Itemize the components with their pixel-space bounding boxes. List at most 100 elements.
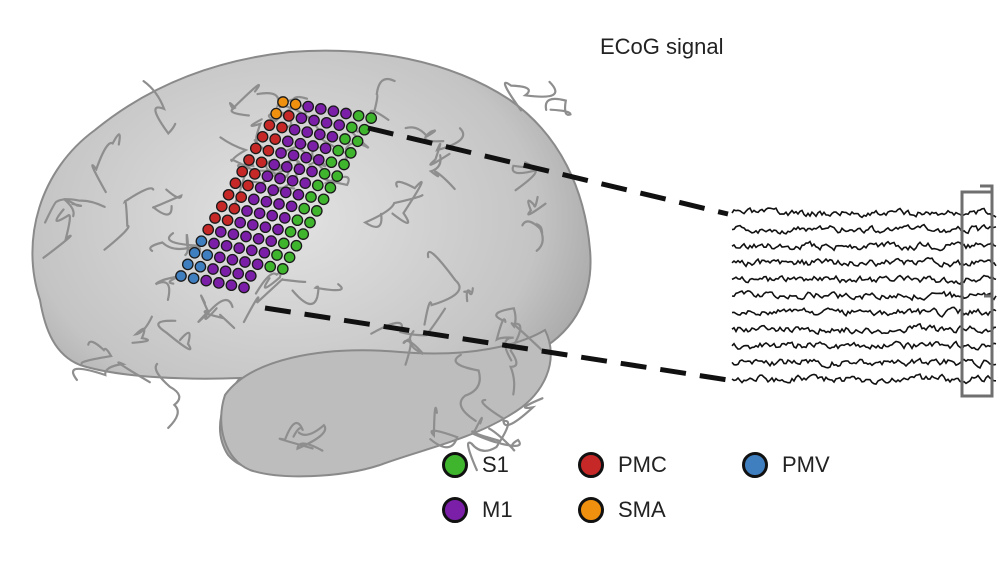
ecog-trace	[731, 290, 997, 302]
electrode-s1	[305, 191, 317, 203]
electrode-m1	[327, 105, 340, 118]
electrode-m1	[253, 207, 266, 220]
electrode-pmv	[194, 260, 207, 273]
electrode-s1	[304, 216, 316, 229]
electrode-m1	[308, 114, 320, 127]
time-window-bracket	[960, 184, 994, 398]
electrode-s1	[298, 202, 311, 215]
electrode-s1	[332, 144, 345, 157]
electrode-m1	[312, 154, 325, 166]
electrode-m1	[244, 270, 257, 282]
electrode-m1	[227, 228, 240, 241]
electrode-m1	[207, 263, 219, 275]
electrode-m1	[254, 181, 267, 194]
electrode-m1	[226, 253, 239, 266]
electrode-s1	[310, 205, 323, 217]
electrode-m1	[306, 165, 318, 178]
electrode-s1	[290, 239, 303, 252]
electrode-m1	[273, 198, 285, 210]
brain-sulcus	[488, 427, 521, 452]
electrode-pmc	[248, 168, 261, 180]
electrode-m1	[240, 230, 252, 243]
brain-sulcus	[142, 80, 177, 136]
legend-item-pmv: PMV	[742, 452, 830, 478]
brain-sulcus	[154, 362, 181, 429]
electrode-sma	[289, 98, 302, 111]
brain-sulcus	[428, 154, 456, 191]
legend-item-sma: SMA	[578, 497, 666, 523]
brain-temporal-lobe	[220, 328, 552, 478]
legend-label-s1: S1	[482, 452, 509, 477]
brain-sulcus	[167, 232, 198, 257]
electrode-m1	[292, 188, 305, 201]
electrode-m1	[234, 216, 247, 229]
brain-sulcus	[369, 77, 396, 121]
electrode-pmc	[255, 156, 268, 169]
ecog-trace	[731, 206, 997, 219]
electrode-m1	[319, 142, 332, 155]
electrode-s1	[264, 260, 277, 273]
electrode-pmv	[175, 270, 187, 282]
electrode-s1	[297, 228, 310, 240]
electrode-m1	[208, 237, 220, 250]
legend-label-m1: M1	[482, 497, 513, 522]
ecog-trace	[731, 274, 997, 285]
electrode-m1	[274, 172, 286, 185]
legend-label-sma: SMA	[618, 497, 666, 522]
brain-sulcus	[391, 180, 423, 224]
legend-swatch-s1	[442, 452, 468, 478]
electrode-m1	[302, 100, 315, 113]
ecog-trace	[731, 306, 997, 318]
electrode-pmc	[276, 121, 288, 134]
brain-sulcus	[481, 397, 544, 427]
electrode-pmc	[256, 130, 269, 143]
electrode-m1	[265, 235, 278, 247]
legend-swatch-sma	[578, 497, 604, 523]
brain-sulcus	[149, 241, 202, 257]
electrode-pmv	[181, 258, 194, 271]
electrode-m1	[266, 209, 279, 222]
electrode-sma	[270, 107, 283, 120]
brain-sulcus	[219, 136, 262, 175]
electrode-m1	[307, 140, 319, 152]
brain-sulcus	[42, 208, 72, 259]
electrode-m1	[268, 158, 281, 171]
electrode-s1	[344, 147, 357, 159]
electrode-m1	[300, 151, 313, 164]
electrode-pmc	[229, 177, 242, 190]
brain-sulcus	[503, 80, 557, 112]
electrode-m1	[313, 128, 326, 141]
brain-sulcus	[471, 416, 501, 444]
electrode-s1	[284, 225, 297, 238]
electrode-s1	[338, 158, 350, 171]
electrode-pmv	[201, 249, 214, 261]
brain-sulcus	[429, 406, 459, 449]
electrode-m1	[233, 242, 246, 254]
legend-swatch-m1	[442, 497, 468, 523]
electrode-pmv	[187, 272, 200, 285]
electrode-pmc	[235, 191, 248, 203]
electrode-m1	[278, 212, 291, 224]
ecog-trace	[731, 223, 997, 235]
brain-sulcus	[544, 97, 572, 116]
ecog-trace	[731, 357, 997, 369]
ecog-trace	[731, 373, 997, 385]
electrode-m1	[212, 277, 225, 289]
brain-sulcus	[495, 307, 544, 352]
electrode-m1	[251, 258, 264, 271]
electrode-sma	[277, 96, 289, 108]
legend-item-pmc: PMC	[578, 452, 667, 478]
electrode-m1	[232, 267, 245, 280]
electrode-m1	[245, 244, 258, 257]
electrode-m1	[280, 161, 293, 173]
electrode-m1	[247, 193, 260, 206]
electrode-s1	[318, 167, 331, 180]
connector-top	[367, 125, 729, 217]
legend-swatch-pmc	[578, 452, 604, 478]
zoom-connectors	[264, 125, 729, 383]
electrode-m1	[286, 174, 299, 187]
brain-sulcus	[200, 294, 236, 330]
ecog-trace	[731, 340, 997, 351]
brain-sulcus	[423, 250, 461, 326]
